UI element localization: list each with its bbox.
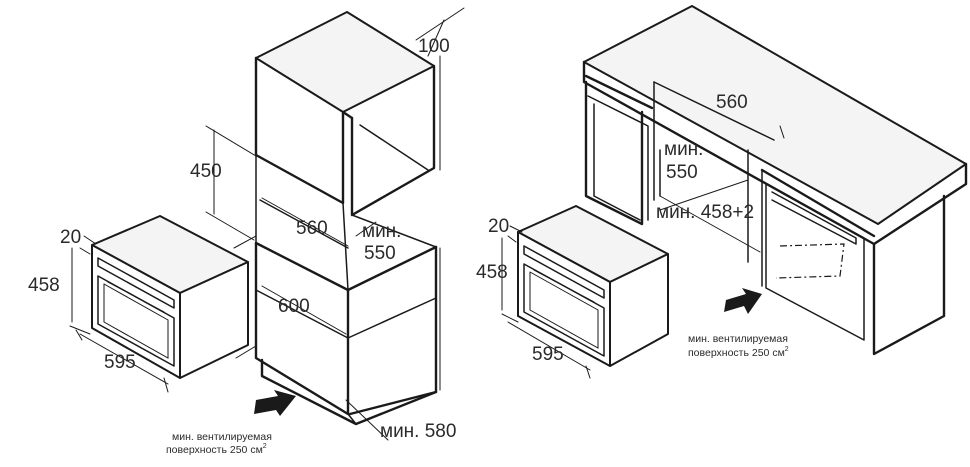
counter-dim-min-458: мин. 458+2 xyxy=(656,202,754,223)
left-oven xyxy=(69,215,249,393)
dim-600: 600 xyxy=(278,296,310,317)
cabinet-lower-front xyxy=(254,241,350,416)
ventilation-note-line1: мин. вентилируемая xyxy=(172,431,272,443)
tall-cabinet xyxy=(254,11,441,426)
dim-100: 100 xyxy=(418,36,450,57)
dim-560: 560 xyxy=(296,218,328,239)
ventilation-arrow-icon xyxy=(254,390,296,416)
kitchen-counter xyxy=(582,5,968,356)
right-oven-dim-595: 595 xyxy=(532,344,564,365)
left-dimension-lines xyxy=(205,7,465,441)
oven-dim-458: 458 xyxy=(28,275,60,296)
counter-dim-min-550-label: мин. xyxy=(664,139,703,160)
ventilation-arrow-icon xyxy=(724,288,762,314)
cabinet-upper-front xyxy=(254,56,345,205)
cabinet-top xyxy=(255,11,435,113)
ventilation-note-line2: поверхность 250 см2 xyxy=(166,443,267,456)
dim-min-550-value: 550 xyxy=(364,243,396,264)
counter-dim-560: 560 xyxy=(716,92,748,113)
dim-min-550-label: мин. xyxy=(362,221,401,242)
right-oven xyxy=(501,205,669,379)
left-oven-side xyxy=(179,261,249,379)
oven-dim-20: 20 xyxy=(60,227,81,248)
dim-min-580: мин. 580 xyxy=(380,421,456,442)
right-ventilation-note-line1: мин. вентилируемая xyxy=(688,333,788,345)
dim-450: 450 xyxy=(190,161,222,182)
oven-dim-595: 595 xyxy=(104,352,136,373)
right-oven-side xyxy=(609,253,669,367)
right-ventilation-note-line2: поверхность 250 см2 xyxy=(688,346,789,359)
right-oven-dim-20: 20 xyxy=(488,216,509,237)
cabinet-upper-niche xyxy=(350,64,436,217)
counter-dim-min-550-value: 550 xyxy=(666,162,698,183)
right-oven-dim-458: 458 xyxy=(476,262,508,283)
